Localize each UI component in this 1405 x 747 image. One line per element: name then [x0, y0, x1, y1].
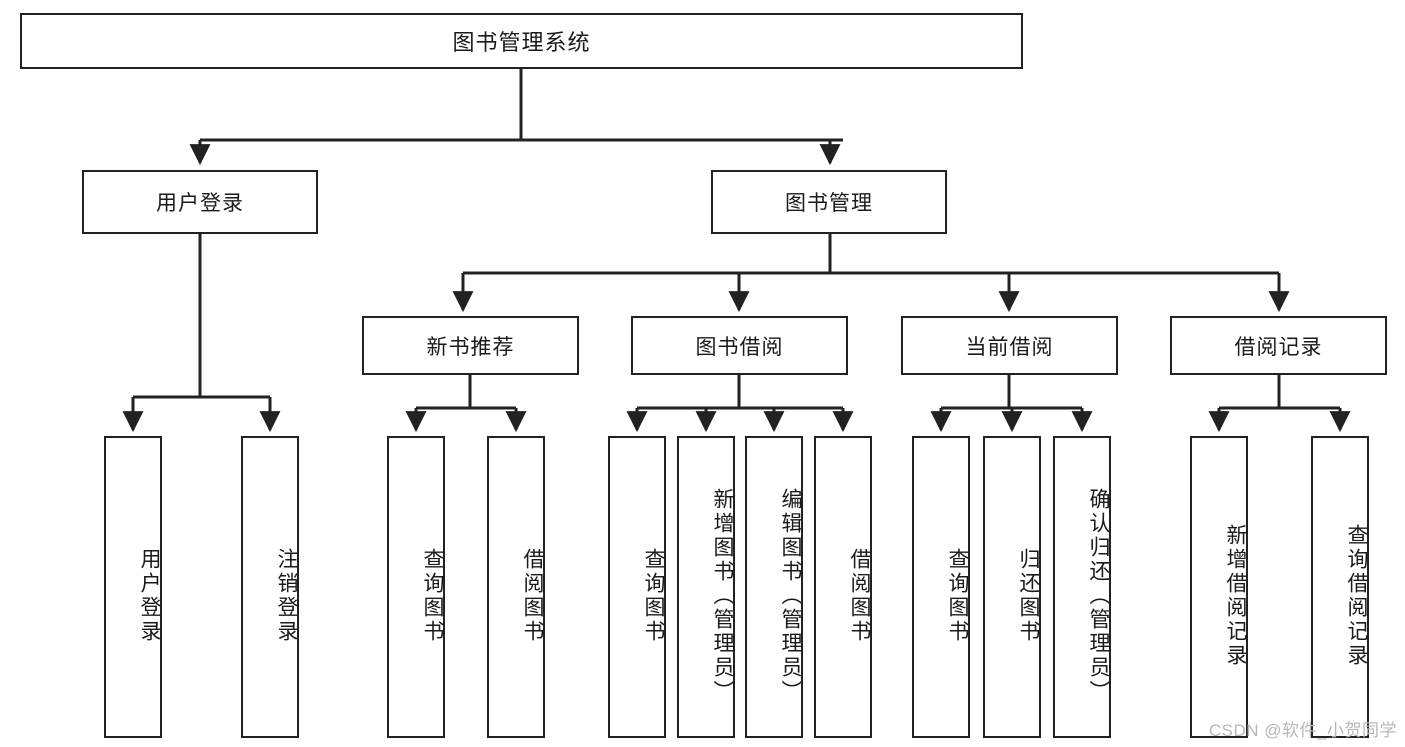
- node-current-borrow[interactable]: 当前借阅: [901, 316, 1118, 375]
- leaf-query-book-current[interactable]: 查询图书: [912, 436, 970, 738]
- node-borrow-record-label: 借阅记录: [1234, 335, 1323, 359]
- node-book-management[interactable]: 图书管理: [711, 170, 947, 234]
- leaf-query-book-borrow[interactable]: 查询图书: [608, 436, 666, 738]
- leaf-add-book-admin[interactable]: 新增图书（管理员）: [677, 436, 735, 738]
- leaf-query-book-borrow-label: 查询图书: [642, 548, 665, 644]
- leaf-logout[interactable]: 注销登录: [241, 436, 299, 738]
- leaf-query-borrow-record-label: 查询借阅记录: [1345, 524, 1368, 668]
- node-new-book-recommend-label: 新书推荐: [426, 335, 515, 359]
- leaf-borrow-book[interactable]: 借阅图书: [814, 436, 872, 738]
- leaf-edit-book-admin[interactable]: 编辑图书（管理员）: [745, 436, 803, 738]
- node-book-borrow[interactable]: 图书借阅: [631, 316, 848, 375]
- leaf-query-book-current-label: 查询图书: [946, 548, 969, 644]
- leaf-add-borrow-record[interactable]: 新增借阅记录: [1190, 436, 1248, 738]
- leaf-borrow-book-label: 借阅图书: [848, 548, 871, 644]
- leaf-confirm-return-admin[interactable]: 确认归还（管理员）: [1053, 436, 1111, 738]
- watermark-text: CSDN @软件_小贺同学: [1208, 721, 1397, 740]
- leaf-user-login[interactable]: 用户登录: [104, 436, 162, 738]
- leaf-borrow-book-newbook[interactable]: 借阅图书: [487, 436, 545, 738]
- leaf-confirm-return-admin-label: 确认归还（管理员）: [1087, 488, 1110, 704]
- node-current-borrow-label: 当前借阅: [965, 335, 1054, 359]
- node-book-management-label: 图书管理: [785, 192, 873, 215]
- node-new-book-recommend[interactable]: 新书推荐: [362, 316, 579, 375]
- node-user-login-label: 用户登录: [156, 192, 244, 215]
- node-book-borrow-label: 图书借阅: [695, 335, 784, 359]
- leaf-logout-label: 注销登录: [275, 548, 298, 644]
- leaf-user-login-label: 用户登录: [138, 548, 161, 644]
- node-borrow-record[interactable]: 借阅记录: [1170, 316, 1387, 375]
- leaf-edit-book-admin-label: 编辑图书（管理员）: [779, 488, 802, 704]
- node-root-label: 图书管理系统: [452, 30, 591, 55]
- leaf-query-borrow-record[interactable]: 查询借阅记录: [1311, 436, 1369, 738]
- node-user-login[interactable]: 用户登录: [82, 170, 318, 234]
- leaf-return-book[interactable]: 归还图书: [983, 436, 1041, 738]
- leaf-add-borrow-record-label: 新增借阅记录: [1224, 524, 1247, 668]
- leaf-query-book-newbook-label: 查询图书: [421, 548, 444, 644]
- leaf-borrow-book-newbook-label: 借阅图书: [521, 548, 544, 644]
- leaf-return-book-label: 归还图书: [1017, 548, 1040, 644]
- leaf-add-book-admin-label: 新增图书（管理员）: [711, 488, 734, 704]
- leaf-query-book-newbook[interactable]: 查询图书: [387, 436, 445, 738]
- node-root[interactable]: 图书管理系统: [20, 13, 1023, 69]
